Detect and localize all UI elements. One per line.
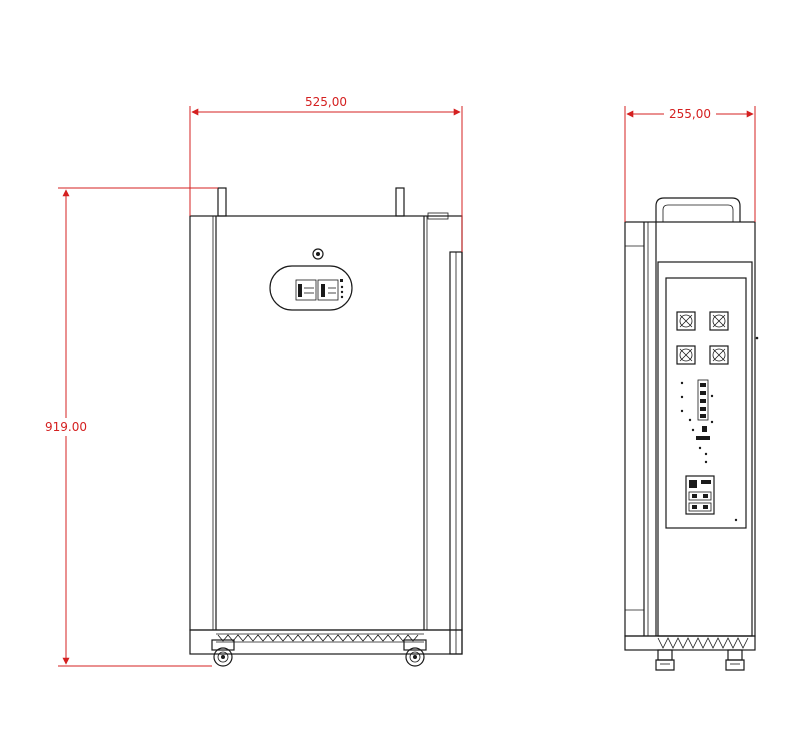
front-width-label: 525,00 <box>305 95 347 109</box>
front-width-dimension: 525,00 <box>189 95 463 252</box>
connector-strip <box>680 379 714 464</box>
front-view <box>189 187 463 667</box>
front-height-dimension: 919.00 <box>40 187 218 667</box>
front-handle-left <box>217 187 227 217</box>
fan-grille-icon <box>709 311 729 331</box>
caster-wheel-icon <box>403 639 427 667</box>
front-base-vent <box>189 629 463 655</box>
caster-wheel-icon <box>211 639 235 667</box>
terminal-panel <box>665 277 747 529</box>
breaker-block <box>685 475 738 522</box>
side-terminal-frame <box>657 261 753 637</box>
caster-wheel-icon <box>655 649 675 671</box>
power-button-icon <box>312 248 324 260</box>
caster-wheel-icon <box>725 649 745 671</box>
display-panel-icon <box>269 265 353 311</box>
side-view <box>624 197 759 671</box>
front-cabinet-body <box>189 215 463 631</box>
side-base-vent <box>624 635 756 651</box>
side-width-dimension: 255,00 <box>624 105 756 222</box>
side-width-label: 255,00 <box>669 107 711 121</box>
fan-grille-icon <box>676 311 696 331</box>
front-height-label: 919.00 <box>45 420 87 434</box>
fan-grille-icon <box>676 345 696 365</box>
front-handle-right <box>395 187 405 217</box>
handle-icon <box>655 197 741 222</box>
fan-grille-icon <box>709 345 729 365</box>
